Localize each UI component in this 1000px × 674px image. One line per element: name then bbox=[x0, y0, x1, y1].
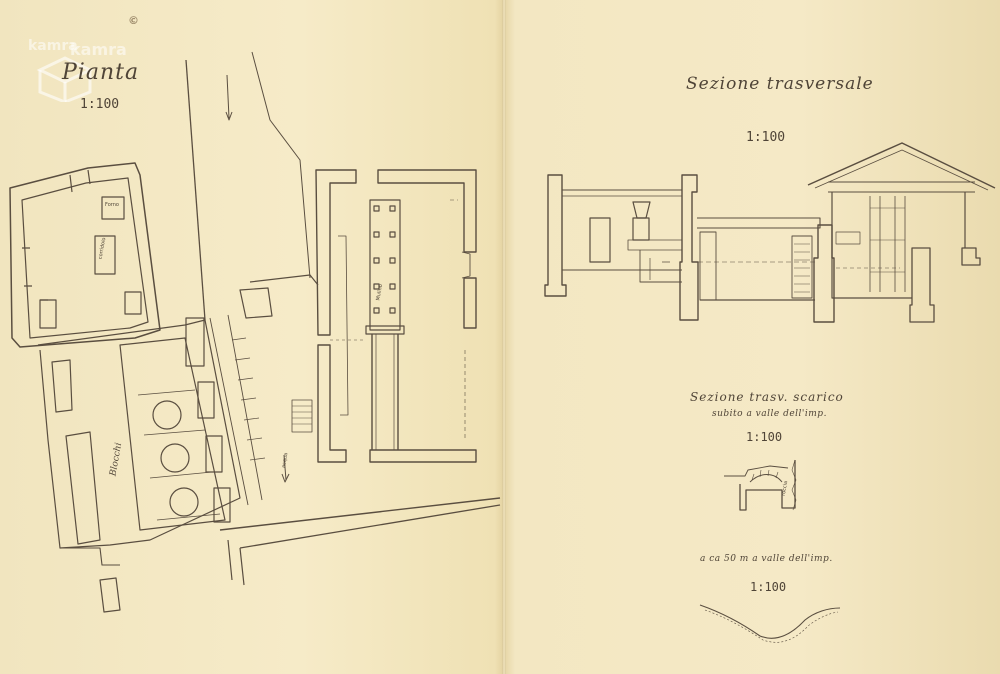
cube-logo-icon bbox=[36, 56, 94, 105]
section-downstream-note: a ca 50 m a valle dell'imp. bbox=[700, 554, 833, 564]
section-discharge-subtitle: subito a valle dell'imp. bbox=[712, 409, 827, 419]
plan-drawing bbox=[9, 51, 501, 613]
watermark-text: kamra bbox=[28, 38, 78, 54]
plan-label-forno: Forno bbox=[105, 202, 119, 208]
watermark-text-2: kamra bbox=[70, 40, 127, 59]
section-downstream-drawing bbox=[699, 604, 841, 643]
section-discharge-scale: 1:100 bbox=[746, 430, 783, 444]
plan-scale: 1:100 bbox=[80, 97, 120, 112]
section-discharge-drawing bbox=[724, 459, 797, 511]
section-main-scale: 1:100 bbox=[746, 130, 786, 145]
section-downstream-scale: 1:100 bbox=[750, 580, 787, 594]
section-main-title: Sezione trasversale bbox=[686, 74, 874, 94]
sheet-fold bbox=[502, 0, 506, 674]
section-discharge-title: Sezione trasv. scarico bbox=[690, 390, 844, 404]
watermark-copyright: © bbox=[128, 14, 139, 27]
plan-title: Pianta bbox=[62, 60, 140, 85]
watermark-logo: kamra kamra © bbox=[10, 10, 140, 105]
section-main-drawing bbox=[544, 142, 996, 323]
